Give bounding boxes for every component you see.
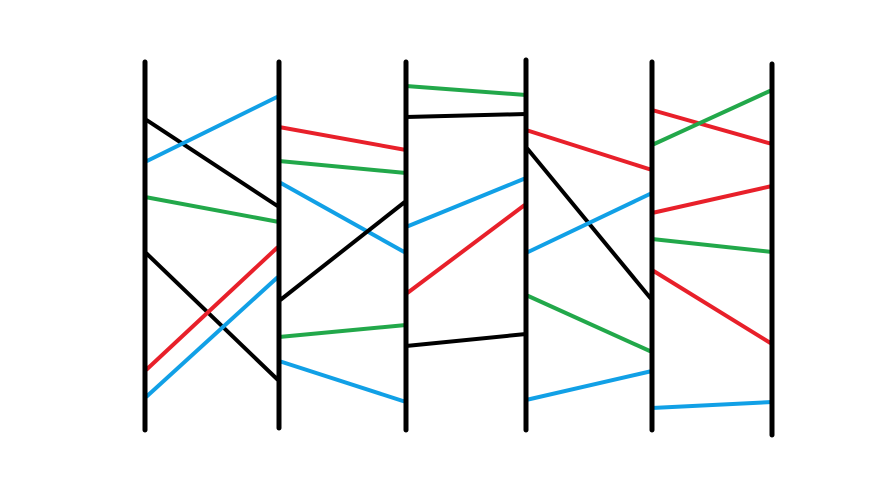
red-connector-16 bbox=[404, 202, 528, 296]
column-layer bbox=[142, 57, 775, 438]
blue-connector-6 bbox=[143, 274, 281, 400]
black-connector-10 bbox=[277, 199, 408, 303]
green-connector-8 bbox=[277, 159, 408, 175]
blue-connector-9 bbox=[277, 180, 408, 255]
red-connector-7 bbox=[277, 125, 408, 152]
black-connector-14 bbox=[404, 112, 528, 119]
green-connector-24 bbox=[650, 88, 774, 147]
blue-connector-22 bbox=[524, 369, 654, 402]
red-connector-23 bbox=[650, 108, 774, 146]
red-connector-18 bbox=[524, 128, 654, 172]
connector-layer bbox=[143, 84, 774, 410]
blue-connector-12 bbox=[277, 359, 408, 404]
green-connector-21 bbox=[524, 293, 654, 354]
black-connector-4 bbox=[143, 250, 281, 383]
blue-connector-28 bbox=[650, 400, 774, 410]
green-connector-13 bbox=[404, 84, 528, 97]
blue-connector-20 bbox=[524, 191, 654, 255]
black-connector-1 bbox=[143, 117, 281, 209]
blue-connector-15 bbox=[404, 176, 528, 229]
green-connector-26 bbox=[650, 237, 774, 254]
green-connector-3 bbox=[143, 195, 281, 224]
blue-connector-2 bbox=[143, 94, 281, 164]
red-connector-25 bbox=[650, 184, 774, 215]
red-connector-5 bbox=[143, 244, 281, 373]
red-connector-27 bbox=[650, 268, 774, 346]
black-connector-17 bbox=[404, 332, 528, 348]
green-connector-11 bbox=[277, 323, 408, 339]
